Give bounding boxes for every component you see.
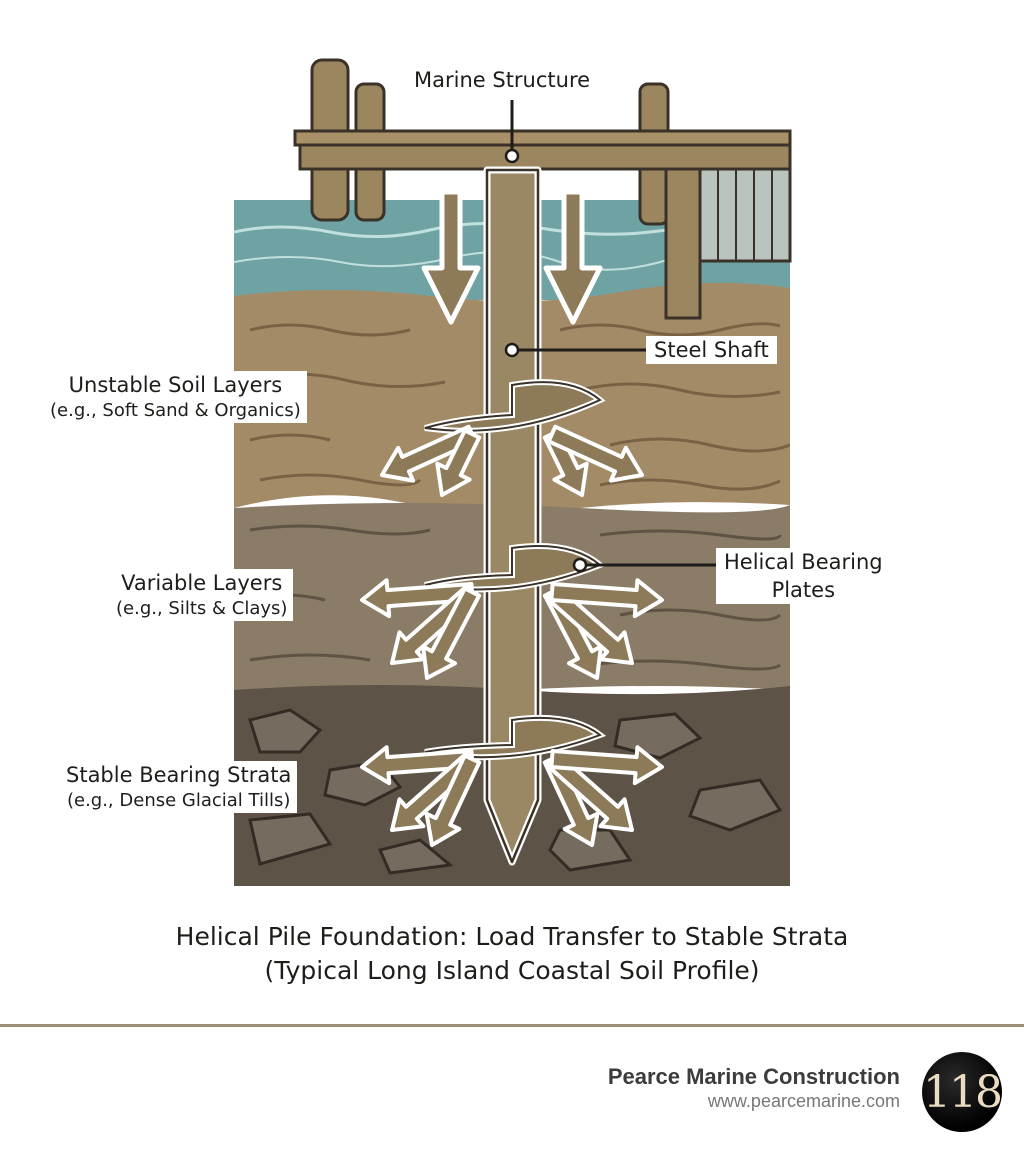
transfer-arrow-2 [435,428,482,497]
label-helical-plates: Helical Bearing Plates [716,548,891,604]
company-name: Pearce Marine Construction [607,1064,900,1089]
page-number-badge: 118 [922,1052,1003,1132]
label-steel-shaft: Steel Shaft [646,336,777,364]
label-marine-structure: Marine Structure [408,66,597,94]
footer-divider [0,1024,1024,1027]
load-arrows [421,189,603,325]
label-unstable-soil: Unstable Soil Layers (e.g., Soft Sand & … [44,371,307,423]
leader-dot-marine [504,148,520,164]
transfer-arrows [360,424,664,847]
diagram-caption-line2: (Typical Long Island Coastal Soil Profil… [264,956,760,985]
company-url: www.pearcemarine.com [707,1091,900,1111]
transfer-arrow-16 [549,745,664,786]
leader-dot-shaft [504,342,520,358]
helical-plate-top [424,379,606,434]
transfer-arrow-7 [421,586,482,680]
transfer-arrow-4 [546,424,644,483]
load-arrow-left [421,189,481,325]
helical-pile-diagram [234,58,792,886]
transfer-arrow-10 [549,578,664,619]
label-variable-layers: Variable Layers (e.g., Silts & Clays) [110,569,294,621]
deck-beam [298,143,792,171]
load-arrow-right [543,189,603,325]
marine-structure [293,58,792,320]
helical-plate-middle [424,543,606,593]
deck-top [293,129,792,147]
transfer-arrow-13 [424,753,482,847]
helical-plate-bottom [424,714,607,761]
leader-dot-plates [572,557,588,573]
dock-slats [698,167,792,263]
leader-lines [510,100,720,567]
helical-pile [424,166,607,866]
label-stable-strata: Stable Bearing Strata (e.g., Dense Glaci… [60,761,298,813]
diagram-caption-line1: Helical Pile Foundation: Load Transfer t… [175,922,849,951]
